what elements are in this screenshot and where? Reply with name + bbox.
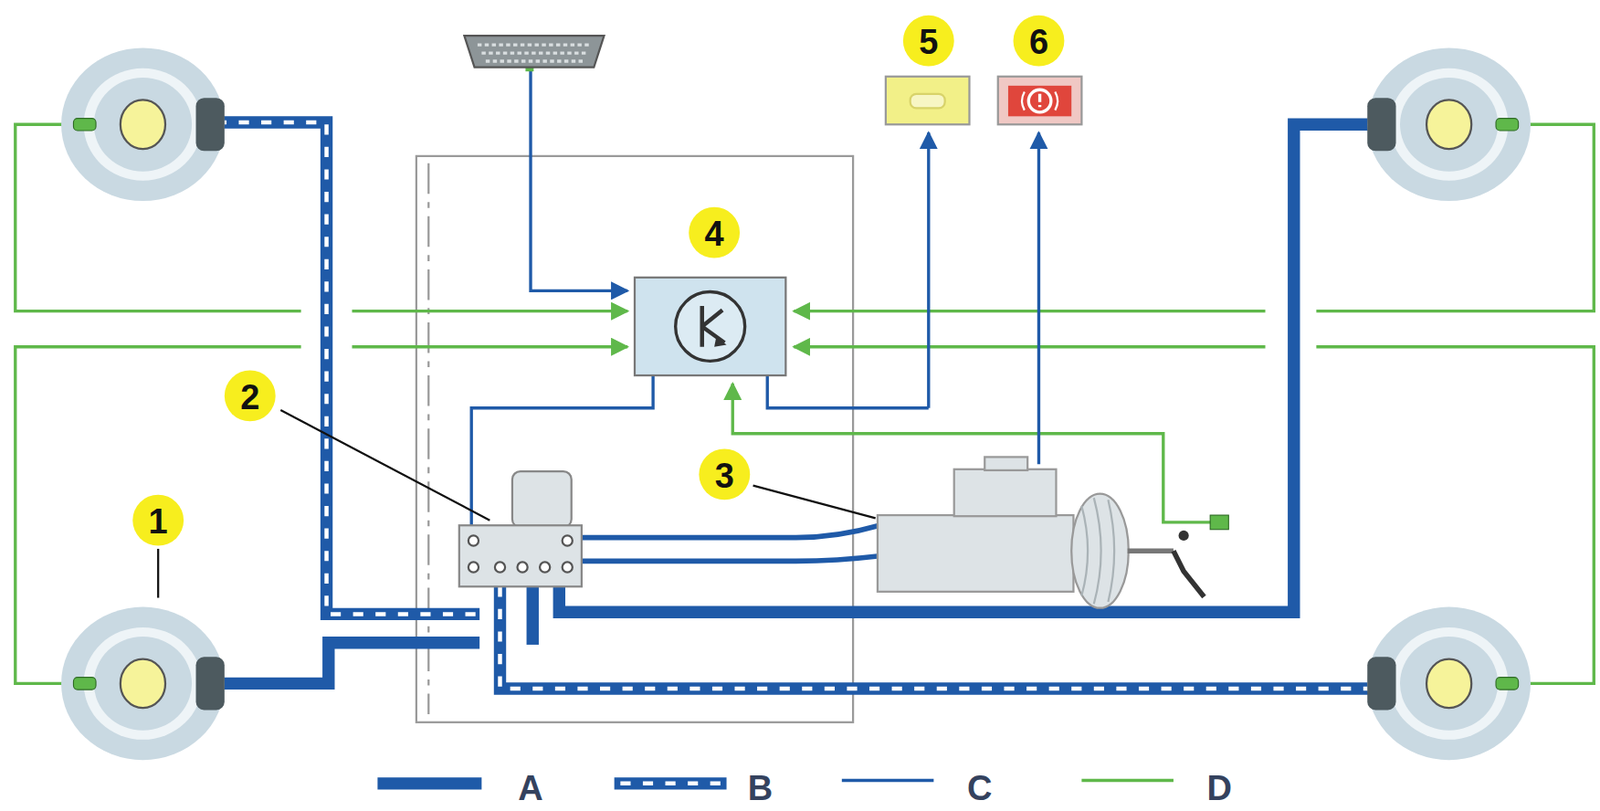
- sensor-wires: [15, 124, 1595, 684]
- housing-outline: [416, 156, 853, 723]
- warning-lamps: [885, 76, 1083, 125]
- hydraulic-lines: [216, 124, 1389, 684]
- legend-samples: [377, 779, 1174, 783]
- callout-number: 5: [918, 24, 938, 60]
- callout-number: 6: [1029, 24, 1049, 60]
- callout-number: 4: [705, 216, 725, 252]
- brake-tubes: [581, 525, 880, 561]
- legend-label: B: [747, 769, 773, 805]
- hydraulic-lines-dashed: [216, 122, 1389, 689]
- master-cylinder: [877, 456, 1229, 608]
- callout-number: 3: [715, 458, 735, 494]
- diagnostic-connector: [463, 35, 604, 68]
- legend-label: D: [1207, 769, 1232, 805]
- wheel-assemblies: [61, 47, 1531, 760]
- callout-number: 1: [148, 504, 169, 539]
- hydraulic-unit: [459, 471, 582, 587]
- abs-control-unit: [634, 277, 786, 376]
- callout-circles: [132, 15, 1064, 547]
- leader-lines: [157, 410, 875, 599]
- legend-label: A: [517, 769, 543, 805]
- legend-label: C: [967, 769, 992, 805]
- signal-wires: [471, 69, 1039, 526]
- callout-number: 2: [240, 379, 260, 415]
- center-line: [427, 163, 430, 715]
